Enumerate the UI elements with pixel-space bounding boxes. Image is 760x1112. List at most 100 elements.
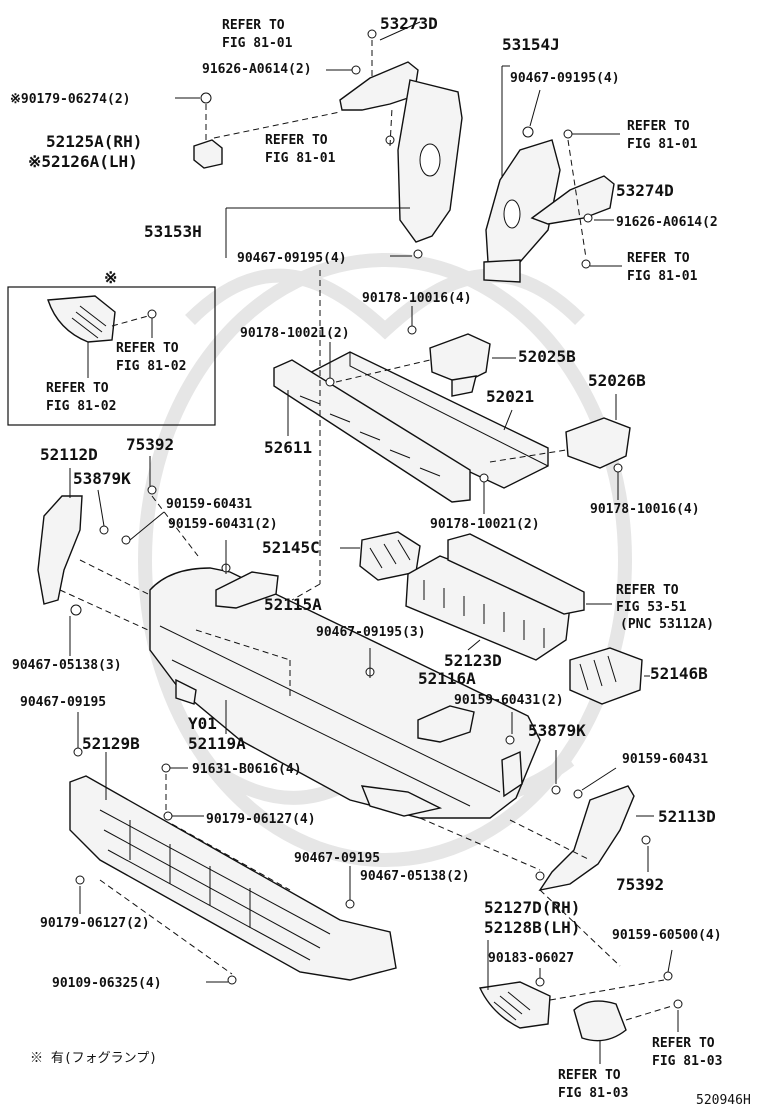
part-label: (PNC 53112A): [620, 617, 714, 632]
part-label: 90467-09195: [294, 851, 380, 866]
part-label: 90159-60431(2): [454, 693, 564, 708]
part-label: REFER TO: [616, 583, 679, 598]
side-retainer-52113D: [538, 785, 635, 892]
part-label: 90183-06027: [488, 951, 574, 966]
part-label: REFER TO: [265, 133, 328, 148]
part-label: REFER TO: [652, 1036, 715, 1051]
footnote: ※ 有(フォグランプ): [30, 1051, 157, 1066]
part-label: FIG 53-51: [616, 600, 687, 615]
part-label: REFER TO: [558, 1068, 621, 1083]
retainer-52125A: [193, 139, 223, 169]
part-label: 52611: [264, 438, 312, 457]
part-label: 52026B: [588, 371, 646, 390]
part-label: REFER TO: [46, 381, 109, 396]
part-label: REFER TO: [627, 119, 690, 134]
part-label: 75392: [616, 875, 664, 894]
part-label: 53153H: [144, 222, 202, 241]
part-label: 53154J: [502, 35, 560, 54]
part-label: 52129B: [82, 734, 140, 753]
part-label: 90179-06127(4): [206, 812, 316, 827]
fog-lamp-52128B: [573, 1000, 627, 1042]
part-label: 90159-60500(4): [612, 928, 722, 943]
part-label: FIG 81-03: [558, 1086, 628, 1101]
part-label: REFER TO: [222, 18, 285, 33]
part-label: 90467-05138(3): [12, 658, 122, 673]
part-label: 52145C: [262, 538, 320, 557]
fog-lamp-cover-inset: [47, 295, 116, 343]
part-label: 53274D: [616, 181, 674, 200]
inset-box: ※: [7, 268, 216, 426]
part-label: 91626-A0614(2): [202, 62, 312, 77]
part-label: ※90179-06274(2): [10, 92, 130, 107]
side-bracket-right: [419, 785, 654, 892]
lower-grille: [69, 712, 397, 985]
bumper-reinforcement: [273, 306, 631, 514]
part-label: FIG 81-01: [627, 137, 698, 152]
part-label: 90179-06127(2): [40, 916, 150, 931]
part-label: REFER TO: [627, 251, 690, 266]
part-label: 90159-60431: [622, 752, 708, 767]
bumper-cover-52119A: [149, 567, 541, 819]
part-label: 90467-09195: [20, 695, 106, 710]
bracket-52025B: [429, 333, 491, 385]
part-label: 90467-09195(3): [316, 625, 426, 640]
part-label: 52115A: [264, 595, 322, 614]
part-label: 90159-60431(2): [168, 517, 278, 532]
part-label: 52116A: [418, 669, 476, 688]
part-label: 52113D: [658, 807, 716, 826]
part-label: 90467-09195(4): [510, 71, 620, 86]
part-label: FIG 81-02: [46, 399, 116, 414]
part-label: 90467-09195(4): [237, 251, 347, 266]
part-label: FIG 81-03: [652, 1054, 722, 1069]
fog-lamp-assembly: [478, 889, 683, 1064]
bracket-52026B: [565, 417, 631, 469]
part-label: 53879K: [73, 469, 131, 488]
absorber-52146B: [569, 647, 643, 705]
part-label: 90159-60431: [166, 497, 252, 512]
bracket-52116A: [417, 705, 475, 743]
inset-mark: ※: [104, 268, 117, 287]
part-label: 90178-10016(4): [590, 502, 700, 517]
part-label: 52025B: [518, 347, 576, 366]
part-label: 52021: [486, 387, 534, 406]
part-label: 90178-10016(4): [362, 291, 472, 306]
part-label: 53879K: [528, 721, 586, 740]
part-label: REFER TO: [116, 341, 179, 356]
fog-lamp-cover-52127D: [478, 981, 551, 1029]
absorber-52123D: [405, 555, 571, 661]
part-label: 52146B: [650, 664, 708, 683]
part-label: 52123D: [444, 651, 502, 670]
part-label: 52127D(RH): [484, 898, 580, 917]
stay-53154J: [485, 139, 561, 271]
side-retainer-52112D: [37, 495, 83, 605]
diagram-id: 520946H: [696, 1093, 751, 1108]
part-label: 90109-06325(4): [52, 976, 162, 991]
part-label: FIG 81-01: [627, 269, 698, 284]
part-label: 52125A(RH): [46, 132, 142, 151]
part-label: 91631-B0616(4): [192, 762, 302, 777]
part-label: 52112D: [40, 445, 98, 464]
bumper-cover: [149, 540, 617, 819]
part-label: 75392: [126, 435, 174, 454]
side-bracket-left: [37, 456, 199, 656]
part-label: Y01: [188, 714, 217, 733]
part-label: 52128B(LH): [484, 918, 580, 937]
upper-brackets-right: [483, 65, 622, 283]
part-label: 53273D: [380, 14, 438, 33]
part-label: 91626-A0614(2: [616, 215, 718, 230]
part-label: 52119A: [188, 734, 246, 753]
center-absorbers: [340, 531, 650, 705]
part-label: FIG 81-01: [265, 151, 336, 166]
upper-brackets-left: [175, 21, 463, 259]
bracket-53274D: [530, 175, 615, 225]
part-label: FIG 81-01: [222, 36, 293, 51]
part-label: 90178-10021(2): [240, 326, 350, 341]
bracket-52115A: [215, 571, 279, 609]
part-label: FIG 81-02: [116, 359, 186, 374]
part-label: 90178-10021(2): [430, 517, 540, 532]
part-label: ※52126A(LH): [28, 152, 138, 171]
absorber-52611: [273, 359, 471, 503]
